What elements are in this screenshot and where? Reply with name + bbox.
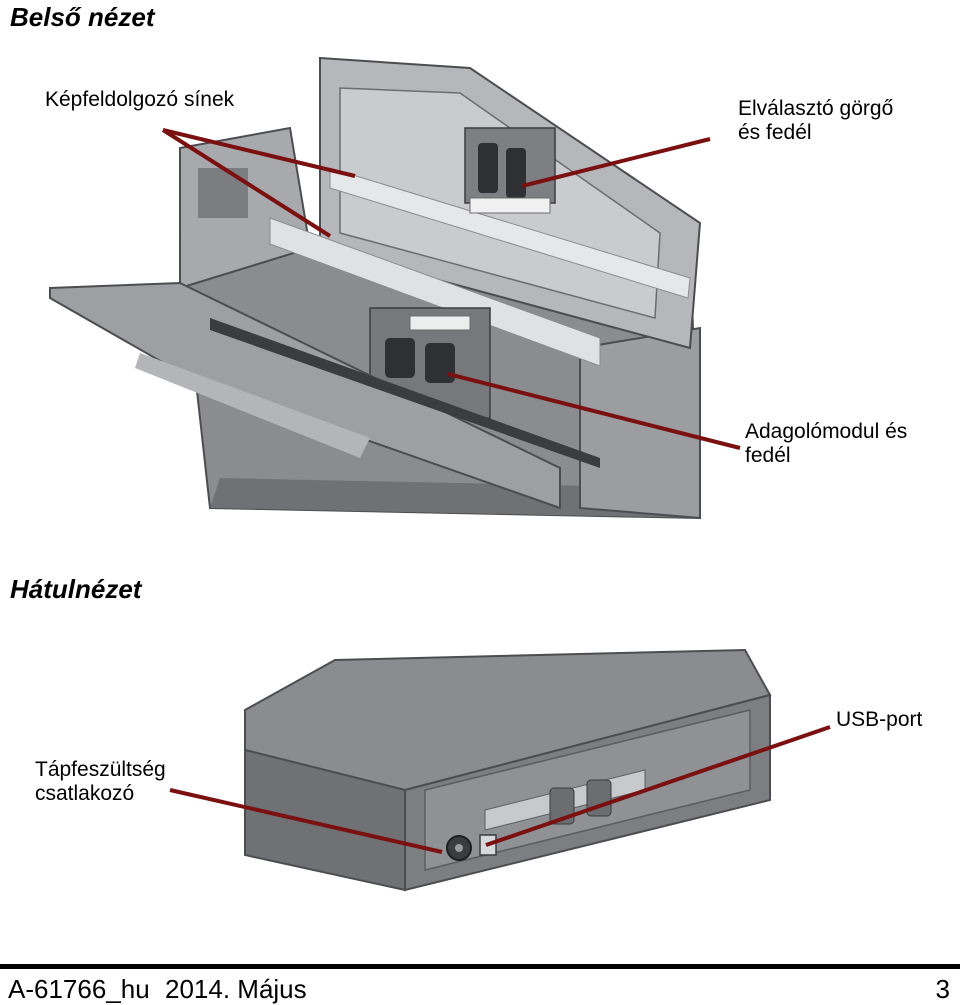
label-feed-module: Adagolómodul és fedél <box>745 420 908 467</box>
leader-imaging-guides-upper <box>162 128 356 178</box>
rear-leader-lines <box>169 725 831 854</box>
leader-separation-roller <box>521 137 711 188</box>
leader-feed-module <box>447 372 741 450</box>
front-view-title: Belső nézet <box>10 2 155 32</box>
rear-view-title: Hátulnézet <box>10 574 142 604</box>
scanner-front-illustration <box>49 56 702 520</box>
footer-page-number: 3 <box>935 974 950 1004</box>
leader-usb-port <box>485 725 831 847</box>
leader-imaging-guides-lower <box>161 128 332 238</box>
label-usb-port: USB-port <box>836 708 923 731</box>
front-leader-lines <box>161 128 741 450</box>
footer-date: 2014. Május <box>165 974 307 1004</box>
label-power-connector: Tápfeszültség csatlakozó <box>35 758 166 805</box>
leader-power-connector <box>169 788 443 854</box>
label-separation-roller: Elválasztó görgő és fedél <box>738 97 894 144</box>
footer-doc-id: A-61766_hu <box>8 974 150 1004</box>
label-imaging-guides: Képfeldolgozó sínek <box>45 88 235 111</box>
footer-rule <box>0 964 960 969</box>
